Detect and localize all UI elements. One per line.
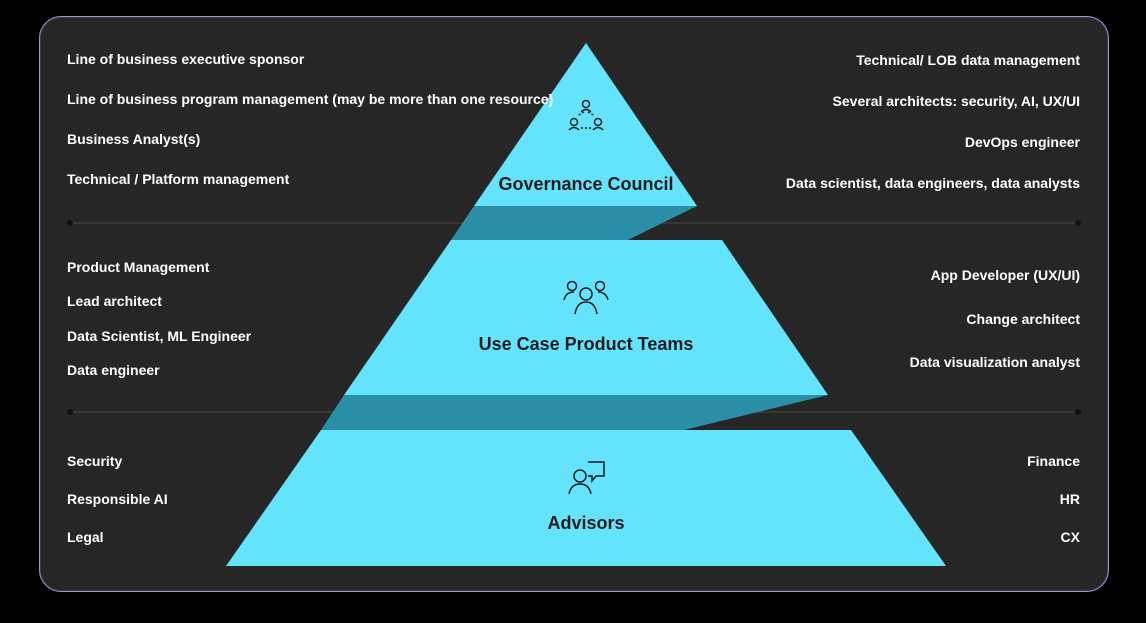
- tier-advisors: [226, 430, 946, 566]
- separator-dot: [67, 220, 73, 226]
- role-label: Data engineer: [67, 362, 160, 378]
- separator-dot: [67, 409, 73, 415]
- role-label: Several architects: security, AI, UX/UI: [832, 93, 1080, 109]
- role-label: CX: [1060, 529, 1080, 545]
- role-label: DevOps engineer: [964, 134, 1080, 150]
- role-label: Data visualization analyst: [909, 354, 1080, 370]
- connector-top: [451, 206, 697, 240]
- role-label: Data Scientist, ML Engineer: [67, 328, 252, 344]
- role-label: App Developer (UX/UI): [930, 267, 1080, 283]
- role-label: Technical/ LOB data management: [856, 52, 1080, 68]
- role-label: Data scientist, data engineers, data ana…: [785, 175, 1080, 191]
- role-label: Line of business executive sponsor: [67, 51, 305, 67]
- tier-title-governance: Governance Council: [498, 174, 674, 194]
- role-label: Finance: [1027, 453, 1080, 469]
- tier-title-use-case: Use Case Product Teams: [478, 334, 694, 354]
- team-icon: [563, 280, 609, 315]
- role-label: HR: [1059, 491, 1080, 507]
- role-label: Technical / Platform management: [67, 171, 290, 187]
- separator-dot: [1075, 220, 1081, 226]
- person-chat-icon: [568, 461, 605, 495]
- tier-governance-council: [474, 43, 697, 206]
- role-label: Line of business program management (may…: [67, 91, 554, 107]
- role-label: Change architect: [966, 311, 1080, 327]
- role-label: Legal: [67, 529, 104, 545]
- connector-bottom: [321, 395, 828, 430]
- separator-dot: [1075, 409, 1081, 415]
- tier-title-advisors: Advisors: [547, 513, 625, 533]
- role-label: Lead architect: [67, 293, 162, 309]
- network-people-icon: [568, 99, 604, 131]
- tier-use-case-product-teams: [344, 240, 828, 395]
- role-label: Business Analyst(s): [67, 131, 201, 147]
- role-label: Security: [67, 453, 123, 469]
- role-label: Responsible AI: [67, 491, 168, 507]
- role-label: Product Management: [67, 259, 210, 275]
